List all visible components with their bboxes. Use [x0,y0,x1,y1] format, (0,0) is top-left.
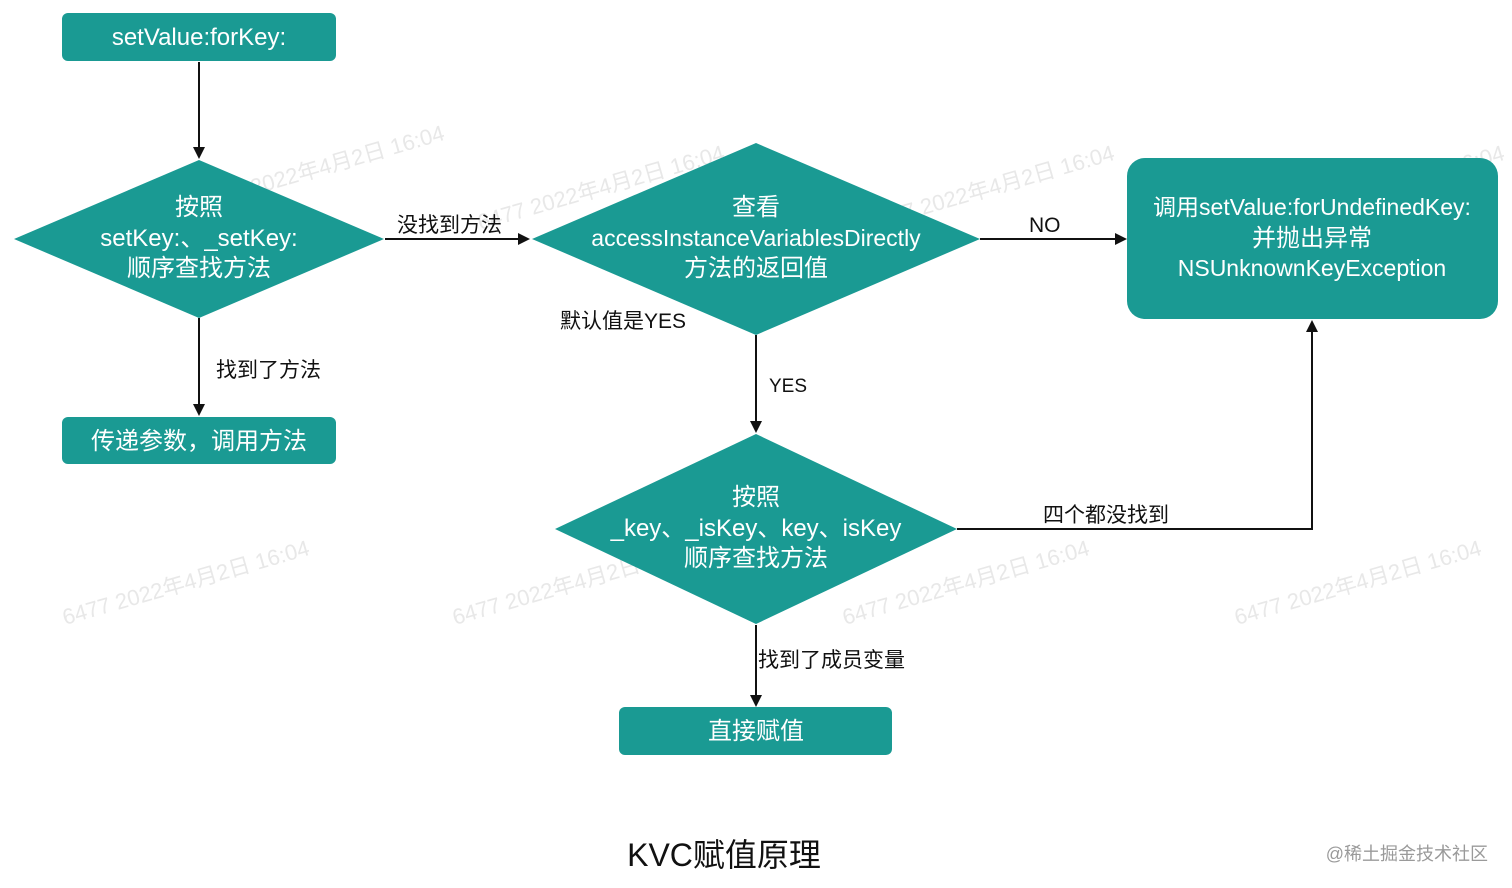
decision-setkey-diamond [14,160,384,318]
start-node: setValue:forKey: [62,13,336,61]
assign-box [619,707,892,755]
edges [193,62,1318,707]
undefined-key-line-3: NSUnknownKeyException [1178,255,1446,281]
decision-access-line-3: 方法的返回值 [684,255,828,282]
edge-label-found-method: 找到了方法 [216,359,321,382]
decision-setkey-node: 按照 setKey:、_setKey: 顺序查找方法 [14,160,384,318]
assign-node: 直接赋值 [619,707,892,755]
edge-label-default-yes: 默认值是YES [560,310,686,333]
undefined-key-node: 调用setValue:forUndefinedKey: 并抛出异常 NSUnkn… [1127,158,1498,319]
call-method-label: 传递参数，调用方法 [91,428,307,455]
edge-label-found-member: 找到了成员变量 [758,649,905,672]
decision-ivar-diamond [555,434,957,624]
decision-access-line-1: 查看 [732,194,780,221]
start-box [62,13,336,61]
decision-ivar-line-3: 顺序查找方法 [684,545,828,572]
undefined-key-line-2: 并抛出异常 [1252,225,1372,252]
decision-ivar-node: 按照 _key、_isKey、key、isKey 顺序查找方法 [555,434,957,624]
edge-label-yes: YES [769,376,807,397]
undefined-key-box [1127,158,1498,319]
edge-label-none-found: 四个都没找到 [1043,504,1169,527]
edge-label-not-found-method: 没找到方法 [397,214,502,237]
start-label: setValue:forKey: [112,24,286,51]
decision-setkey-line-3: 顺序查找方法 [127,255,271,282]
decision-setkey-line-1: 按照 [175,194,223,221]
decision-ivar-line-2: _key、_isKey、key、isKey [610,515,902,542]
decision-access-node: 查看 accessInstanceVariablesDirectly 方法的返回… [532,143,980,335]
watermark-text: 6477 2022年4月2日 16:04 [59,535,312,629]
call-method-box [62,417,336,464]
edge-decision3-to-undefined-key [957,320,1318,530]
undefined-key-line-1: 调用setValue:forUndefinedKey: [1153,194,1471,220]
decision-access-diamond [532,143,980,335]
assign-label: 直接赋值 [708,718,804,745]
decision-setkey-line-2: setKey:、_setKey: [100,225,297,252]
edge-labels: 找到了方法 没找到方法 NO 默认值是YES YES 四个都没找到 找到了成员变… [216,214,1169,672]
diagram-title: KVC赋值原理 [627,837,821,873]
credit-label: @稀土掘金技术社区 [1326,844,1488,864]
decision-access-line-2: accessInstanceVariablesDirectly [591,225,921,251]
call-method-node: 传递参数，调用方法 [62,417,336,464]
edge-label-no: NO [1029,214,1061,237]
watermark-text: 6477 2022年4月2日 16:04 [1231,535,1484,629]
decision-ivar-line-1: 按照 [732,484,780,511]
